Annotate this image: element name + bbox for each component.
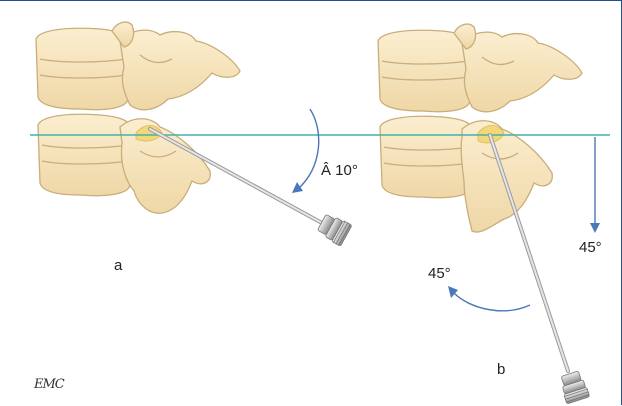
panel-label-a: a <box>114 257 122 274</box>
angle-label-b-rotation: 45° <box>428 265 451 282</box>
needle-a-hub <box>316 212 352 247</box>
panel-label-b: b <box>497 361 505 378</box>
emc-logo: EMC <box>34 377 64 392</box>
angle-label-b-vertical: 45° <box>579 239 602 256</box>
needle-b-hub <box>558 370 589 404</box>
vertebra-a-lower-process <box>120 119 210 214</box>
spine-b <box>378 24 582 232</box>
rotation-arrowhead-a <box>292 182 303 193</box>
rotation-arrow-a <box>298 109 319 189</box>
vertebra-a-upper-process <box>120 30 240 110</box>
vertebra-b-upper-process <box>462 32 582 112</box>
vertebra-b-lower-body <box>380 116 472 197</box>
spine-a <box>36 22 240 213</box>
angle-label-a: Â 10° <box>321 162 358 179</box>
vertebra-a-lower-body <box>38 114 130 195</box>
vertebra-b-upper-body <box>378 30 470 111</box>
vertical-arrowhead-b <box>590 223 600 233</box>
vertebra-b-lower-process <box>461 121 552 232</box>
vertebra-a-upper-body <box>36 28 128 109</box>
rotation-arrow-b <box>454 293 530 311</box>
